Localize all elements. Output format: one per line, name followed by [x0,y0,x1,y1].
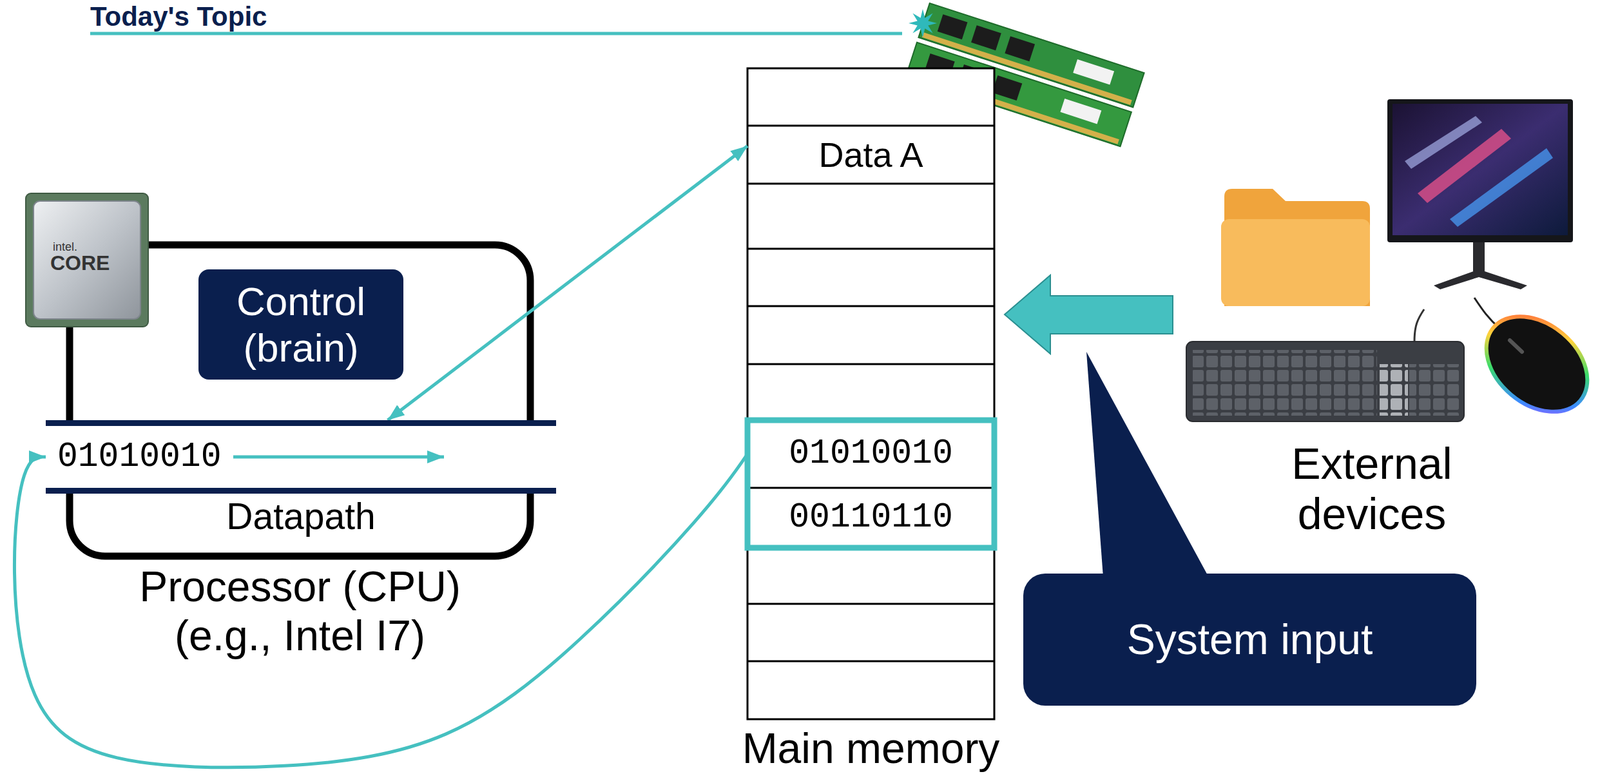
folder-icon [1221,219,1370,307]
memory-column [747,487,995,490]
keyboard-icon [1186,309,1465,422]
keyboard-icon [1379,364,1408,416]
processor-block: Control (brain)01010010DatapathProcessor… [69,244,531,557]
datapath-label: Datapath [139,495,463,539]
main-memory: Data A0101001000110110Main memory [747,68,995,720]
datapath-band: 01010010Datapath [45,420,557,494]
monitor-icon [1387,99,1573,243]
ram-sticks [971,25,1002,51]
processor-heading: Processor (CPU) (e.g., Intel I7) [100,562,501,661]
memory-column [747,68,995,720]
device-caption: External devices [1268,438,1475,539]
cell-text: Data A [818,134,923,175]
connectors [14,146,748,768]
slide-title: Today's Topic [90,1,267,33]
mouse-icon [1509,340,1523,352]
keyboard-icon [1192,349,1378,416]
keyboard-icon [1414,309,1425,342]
memory-column [747,125,995,127]
memory-column [747,248,995,251]
memory-column [747,363,995,366]
cpu-chip [25,193,149,327]
cell-text: 01010010 [788,434,953,474]
title-underline [90,32,903,36]
cpu-chip [25,193,149,327]
ram-sticks [1004,36,1035,62]
cell-text: 00110110 [788,498,953,538]
control-label: Control (brain) [206,278,396,371]
memory-cell: Data A [747,125,995,184]
input-arrow [1004,275,1173,354]
memory-cell: 00110110 [747,487,995,548]
memory-column [747,603,995,606]
monitor-icon [1449,148,1553,227]
cpu-chip [33,201,141,319]
load-arrow [14,454,748,768]
control-unit: Control (brain) [198,269,404,380]
folder-icon [1221,188,1370,307]
memory-column [747,660,995,663]
monitor-icon [1387,99,1573,290]
monitor-icon [1404,115,1483,169]
memory-heading: Main memory [690,724,1052,774]
mouse-icon [1467,297,1600,432]
keyboard-icon [1409,364,1460,416]
memory-cell: 01010010 [747,420,995,488]
monitor-icon [1392,103,1568,236]
callout-text: System input [1127,615,1374,665]
ram-sticks [937,14,968,40]
chip-logo: intel. [52,240,78,253]
monitor-icon [1473,242,1485,272]
memory-column [747,305,995,308]
mouse-icon [1467,297,1600,432]
memory-column [747,68,995,720]
callout-box: System input [1023,573,1477,706]
ram-sticks [992,75,1023,101]
spark-star [908,9,937,38]
ram-sticks [1060,98,1102,124]
memory-column [747,183,995,185]
monitor-icon [1433,269,1528,290]
bus-arrow [387,146,748,421]
ram-sticks [1072,59,1115,85]
chip-logo: CORE [50,252,110,274]
bit-pattern: 01010010 [57,437,222,477]
keyboard-icon [1186,341,1465,422]
datapath-flow-arrow [233,455,444,459]
highlight-frame [747,420,995,548]
